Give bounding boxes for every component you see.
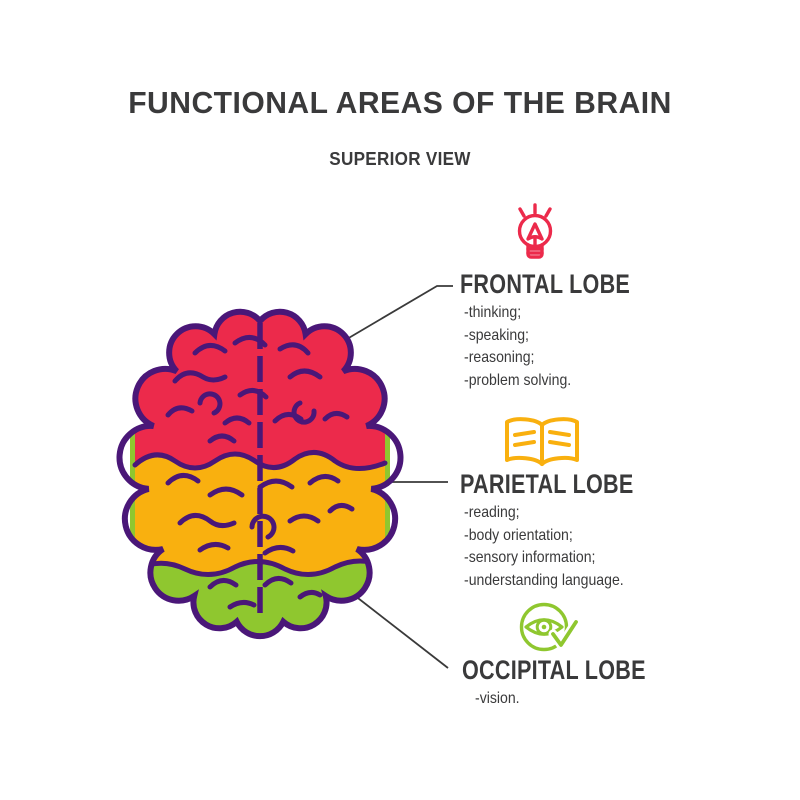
occipital-lobe-functions: -vision.	[475, 688, 520, 711]
list-item: -understanding language.	[464, 571, 624, 589]
parietal-lobe-functions: -reading; -body orientation; -sensory in…	[464, 502, 624, 592]
list-item: -reasoning;	[464, 349, 535, 366]
eye-check-icon	[519, 602, 579, 652]
page-title: FUNCTIONAL AREAS OF THE BRAIN	[128, 85, 672, 120]
list-item: -thinking;	[464, 304, 522, 321]
open-book-icon	[505, 417, 579, 466]
brain-outline	[116, 308, 404, 640]
frontal-lobe-label: FRONTAL LOBE	[460, 269, 631, 299]
frontal-connector-line	[346, 285, 453, 340]
page-subtitle: SUPERIOR VIEW	[329, 149, 471, 169]
list-item: -body orientation;	[464, 526, 573, 544]
frontal-lobe-region	[135, 311, 385, 469]
list-item: -reading;	[464, 504, 520, 521]
frontal-lobe-functions: -thinking; -speaking; -reasoning; -probl…	[464, 302, 571, 392]
occipital-connector-line	[344, 587, 449, 669]
parietal-lobe-label: PARIETAL LOBE	[460, 469, 634, 499]
list-item: -speaking;	[464, 326, 529, 344]
list-item: -problem solving.	[464, 371, 572, 389]
list-item: -sensory information;	[464, 549, 596, 566]
lightbulb-icon	[517, 203, 553, 259]
occipital-lobe-label: OCCIPITAL LOBE	[462, 655, 646, 685]
list-item: -vision.	[475, 690, 520, 707]
